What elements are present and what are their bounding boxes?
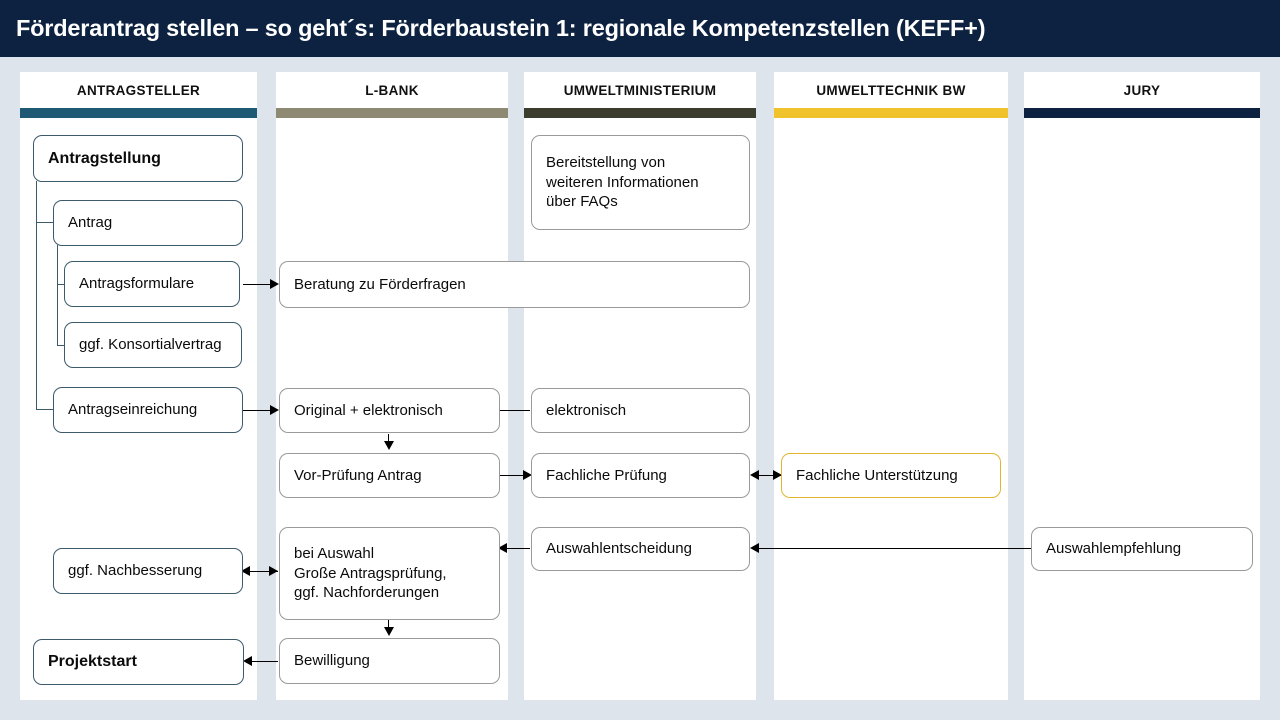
node-projektstart-label: Projektstart: [48, 653, 137, 671]
arrowhead-bewilligung: [384, 627, 394, 636]
node-bewilligung[interactable]: Bewilligung: [279, 638, 500, 684]
arrowhead-auswahlentscheidung: [750, 543, 759, 553]
node-fachliche-unterstuetzung[interactable]: Fachliche Unterstützung: [781, 453, 1001, 498]
arrowhead-bei-auswahl-right: [269, 566, 278, 576]
arrow-line-antragsformulare-to-beratung: [243, 284, 274, 286]
swimlane-label-umwelttechnik-bw: UMWELTTECHNIK BW: [816, 82, 966, 98]
node-antragsformulare[interactable]: Antragsformulare: [64, 261, 240, 307]
arrowhead-beratung: [270, 279, 279, 289]
swimlane-accent-umweltministerium: [524, 108, 756, 118]
node-antragseinreichung[interactable]: Antragseinreichung: [53, 387, 243, 433]
node-nachbesserung-label: ggf. Nachbesserung: [68, 562, 203, 580]
tree-branch-antragseinreichung: [36, 409, 54, 411]
arrowhead-fachliche-unterstuetzung-right: [773, 470, 782, 480]
arrow-line-nachbesserung-to-bei-auswahl: [244, 571, 278, 573]
arrow-line-antragseinreichung-to-original: [243, 410, 274, 412]
node-elektronisch-label: elektronisch: [546, 401, 627, 419]
node-nachbesserung[interactable]: ggf. Nachbesserung: [53, 548, 243, 594]
node-antragstellung-label: Antragstellung: [48, 149, 161, 167]
swimlane-jury: JURY: [1024, 72, 1260, 700]
node-antragsformulare-label: Antragsformulare: [79, 275, 195, 293]
swimlane-accent-antragsteller: [20, 108, 257, 118]
swimlane-accent-jury: [1024, 108, 1260, 118]
node-antragseinreichung-label: Antragseinreichung: [68, 401, 198, 419]
swimlane-header-l-bank: L-BANK: [276, 72, 508, 108]
swimlane-label-umweltministerium: UMWELTMINISTERIUM: [563, 82, 717, 98]
node-vorpruefung-antrag[interactable]: Vor-Prüfung Antrag: [279, 453, 500, 498]
node-antrag[interactable]: Antrag: [53, 200, 243, 246]
node-auswahlempfehlung-label: Auswahlempfehlung: [1046, 540, 1182, 558]
arrowhead-nachbesserung-left: [241, 566, 250, 576]
node-beratung-foerderfragen-label: Beratung zu Förderfragen: [294, 275, 466, 293]
swimlane-header-umweltministerium: UMWELTMINISTERIUM: [524, 72, 756, 108]
node-original-elektronisch[interactable]: Original + elektronisch: [279, 388, 500, 433]
arrowhead-bei-auswahl: [498, 543, 507, 553]
node-bewilligung-label: Bewilligung: [294, 652, 370, 670]
arrow-line-vorpruefung-to-fachliche-pruefung: [500, 475, 530, 477]
tree-trunk-antrag: [57, 245, 59, 346]
swimlane-accent-l-bank: [276, 108, 508, 118]
node-antragstellung[interactable]: Antragstellung: [33, 135, 243, 182]
node-auswahlempfehlung[interactable]: Auswahlempfehlung: [1031, 527, 1253, 571]
swimlane-header-jury: JURY: [1024, 72, 1260, 108]
node-bei-auswahl-label: bei Auswahl Große Antragsprüfung, ggf. N…: [294, 544, 447, 602]
tree-branch-antrag: [36, 222, 54, 224]
node-elektronisch[interactable]: elektronisch: [531, 388, 750, 433]
swimlane-header-antragsteller: ANTRAGSTELLER: [20, 72, 257, 108]
title-bar: Förderantrag stellen – so geht´s: Förder…: [0, 0, 1280, 57]
node-vorpruefung-antrag-label: Vor-Prüfung Antrag: [294, 466, 422, 484]
arrowhead-projektstart: [243, 656, 252, 666]
swimlane-header-umwelttechnik-bw: UMWELTTECHNIK BW: [774, 72, 1008, 108]
node-faqs[interactable]: Bereitstellung von weiteren Informatione…: [531, 135, 750, 230]
swimlane-accent-umwelttechnik-bw: [774, 108, 1008, 118]
arrow-line-fachliche-pruefung-to-unterstuetzung: [752, 475, 782, 477]
page-title: Förderantrag stellen – so geht´s: Förder…: [16, 15, 986, 41]
node-faqs-label: Bereitstellung von weiteren Informatione…: [546, 153, 699, 211]
tree-trunk-antragstellung: [36, 181, 38, 410]
node-fachliche-pruefung-label: Fachliche Prüfung: [546, 466, 667, 484]
swimlane-umwelttechnik-bw: UMWELTTECHNIK BW: [774, 72, 1008, 700]
arrow-line-auswahlempfehlung-to-auswahlentscheidung: [752, 548, 1032, 550]
node-konsortialvertrag-label: ggf. Konsortialvertrag: [79, 336, 222, 354]
node-original-elektronisch-label: Original + elektronisch: [294, 401, 443, 419]
arrowhead-fachliche-pruefung: [523, 470, 532, 480]
node-auswahlentscheidung[interactable]: Auswahlentscheidung: [531, 527, 750, 571]
node-konsortialvertrag[interactable]: ggf. Konsortialvertrag: [64, 322, 242, 368]
node-beratung-foerderfragen[interactable]: Beratung zu Förderfragen: [279, 261, 750, 308]
node-fachliche-unterstuetzung-label: Fachliche Unterstützung: [796, 466, 958, 484]
node-projektstart[interactable]: Projektstart: [33, 639, 244, 685]
node-fachliche-pruefung[interactable]: Fachliche Prüfung: [531, 453, 750, 498]
node-bei-auswahl[interactable]: bei Auswahl Große Antragsprüfung, ggf. N…: [279, 527, 500, 620]
arrowhead-original: [270, 405, 279, 415]
arrow-line-auswahlentscheidung-to-bei-auswahl: [502, 548, 530, 550]
swimlane-label-antragsteller: ANTRAGSTELLER: [76, 82, 201, 98]
arrowhead-vorpruefung: [384, 441, 394, 450]
node-auswahlentscheidung-label: Auswahlentscheidung: [546, 540, 692, 558]
line-original-to-elektronisch: [500, 410, 530, 412]
arrowhead-fachliche-pruefung-left: [750, 470, 759, 480]
node-antrag-label: Antrag: [68, 214, 113, 232]
swimlane-label-jury: JURY: [1123, 82, 1161, 98]
arrow-line-bewilligung-to-projektstart: [247, 661, 278, 663]
swimlane-label-l-bank: L-BANK: [365, 82, 419, 98]
